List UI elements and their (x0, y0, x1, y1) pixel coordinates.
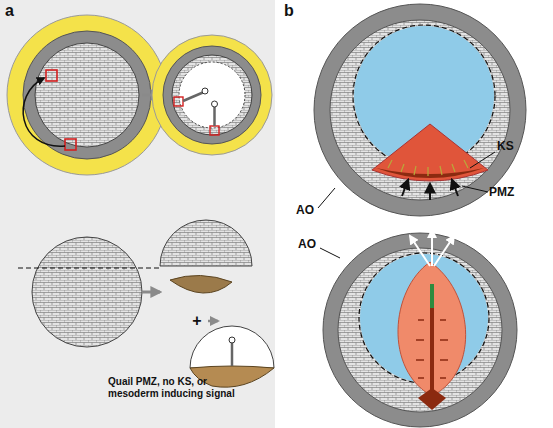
streak-tip (229, 337, 235, 343)
structure-label: KS (497, 140, 537, 154)
hensens-node (430, 284, 434, 308)
caption-note: Quail PMZ, no KS, or mesoderm inducing s… (108, 376, 240, 399)
streak-tip (202, 88, 208, 94)
area-pellucida (172, 55, 252, 135)
area-pellucida (32, 237, 142, 347)
signal-arrow (429, 184, 431, 200)
area-opaca (338, 248, 502, 412)
graft-site (174, 97, 183, 106)
area-opaca-outer (323, 233, 517, 427)
leader-line (318, 188, 335, 208)
migration-arrow (434, 236, 454, 266)
panel-letter: a (5, 2, 25, 20)
transplant-arrow (23, 78, 65, 146)
primitive-streak (231, 342, 234, 366)
area-pellucida (35, 43, 139, 147)
quail-pmz-graft (170, 275, 232, 293)
sickle-cells (388, 160, 468, 176)
kollers-sickle (376, 168, 484, 178)
ectopic-streak (183, 92, 204, 101)
epiblast-region (179, 62, 245, 128)
migration-ticks (416, 320, 448, 378)
area-opaca (330, 20, 510, 200)
leader-line (470, 152, 495, 168)
leader-line (462, 186, 488, 192)
anterior-half (160, 220, 252, 266)
structure-label: AO (298, 238, 338, 252)
streak-tip (212, 101, 218, 107)
plus-sign: + (192, 312, 201, 329)
recombinant-half (190, 326, 274, 368)
area-opaca-outer (314, 4, 526, 216)
step-arrow (208, 320, 218, 323)
migration-arrow (431, 230, 433, 266)
signal-arrow (452, 180, 458, 196)
area-opaca (163, 46, 261, 144)
mesendoderm-region (398, 262, 466, 396)
primitive-streak (430, 308, 434, 392)
structure-label: PMZ (489, 186, 539, 200)
primitive-streak (213, 106, 216, 126)
signal-arrow (402, 180, 408, 196)
leader-line (320, 248, 340, 258)
step-arrow (142, 291, 160, 294)
cut-line (18, 267, 160, 268)
migration-arrow (410, 236, 430, 266)
graft-site (210, 126, 219, 135)
yolk-ring (7, 15, 167, 175)
panel-a-background (0, 0, 275, 428)
sickle-region (372, 124, 488, 181)
yolk-ring (152, 35, 272, 155)
area-opaca (23, 31, 151, 159)
structure-label: AO (296, 204, 336, 218)
graft-site (65, 139, 76, 150)
graft-site (46, 70, 57, 81)
panel-letter: b (284, 2, 304, 20)
